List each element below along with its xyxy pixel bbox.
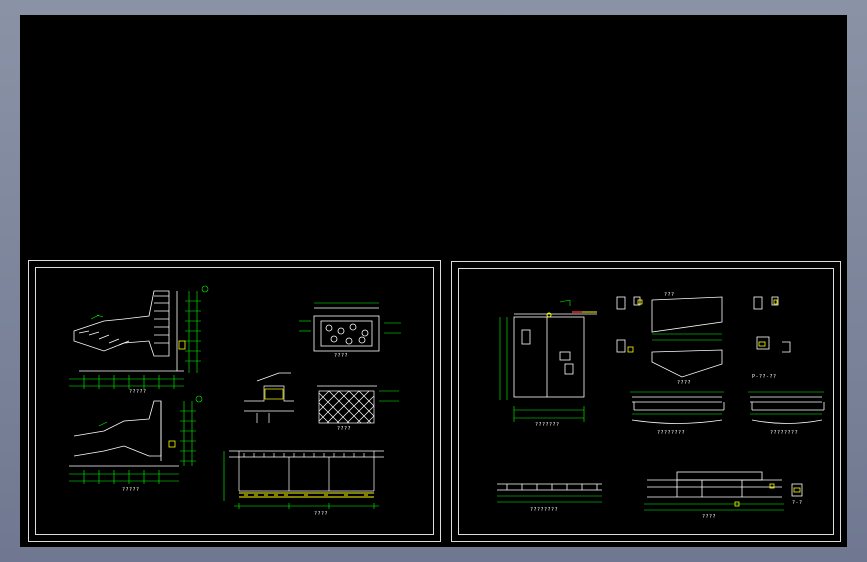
- layout-sheet-left[interactable]: ????? ????? ???? ???? ????: [28, 260, 441, 542]
- main-elevation-title: ???????: [535, 422, 560, 428]
- detail-3-drawing: [753, 296, 791, 353]
- sheet-right-inner-border: [458, 268, 834, 535]
- section-mark-drawing: [791, 483, 803, 497]
- plan-bottom-drawing: [69, 400, 179, 467]
- plan-top-drawing: [73, 290, 184, 372]
- detail-2-title: ???: [664, 292, 675, 298]
- detail-1-drawing: [616, 296, 723, 378]
- beam-b-title: ????????: [770, 430, 799, 436]
- elevation-title: ????: [314, 511, 329, 517]
- section-title: ????: [702, 514, 717, 520]
- section-mark-title: ?-?: [792, 500, 803, 506]
- plan-top-dimensions: [69, 285, 209, 389]
- detail-3-title: P-??-??: [752, 374, 777, 380]
- sheet-right-drawing: [497, 296, 825, 511]
- section-detail-drawing: [244, 372, 294, 423]
- rail-title: ????????: [530, 507, 559, 513]
- layout-sheet-right[interactable]: ??????? ???? ??? P-??-?? ???????? ??????…: [451, 261, 841, 542]
- detail-a-drawing: [313, 307, 380, 352]
- beam-a-title: ????????: [657, 430, 686, 436]
- plan-bottom-title: ?????: [122, 487, 140, 493]
- plan-top-title: ?????: [129, 389, 147, 395]
- detail-1-title: ????: [677, 380, 692, 386]
- model-space-viewport[interactable]: ????? ????? ???? ???? ????: [20, 15, 847, 547]
- plan-bottom-dimensions: [69, 395, 203, 484]
- detail-b-drawing: [317, 385, 377, 424]
- main-elevation-drawing: [513, 313, 597, 398]
- sheet-left-drawing: [69, 285, 401, 509]
- beam-a-drawing: [631, 396, 725, 424]
- sheet-left-inner-border: [35, 267, 434, 535]
- beam-b-drawing: [750, 396, 825, 424]
- rail-drawing: [497, 483, 602, 491]
- detail-b-title: ????: [337, 426, 352, 432]
- section-drawing: [647, 471, 782, 498]
- detail-a-title: ????: [334, 353, 349, 359]
- elevation-drawing: [229, 450, 384, 492]
